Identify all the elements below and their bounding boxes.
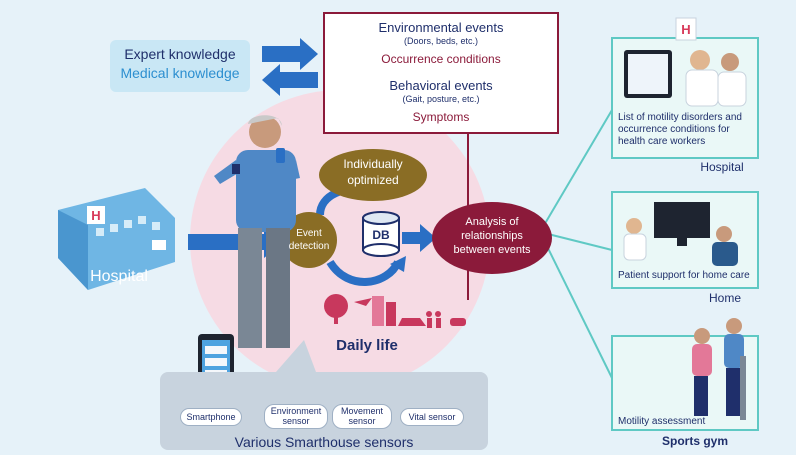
computer-icon [654,202,710,246]
movement-sensor-line2: sensor [348,416,376,426]
treadmill-icon [692,318,746,420]
event-detection-circle [281,212,337,268]
home-caption: Patient support for home care [618,270,750,281]
person-icon [214,115,300,348]
behavioral-events-title: Behavioral events [389,78,493,93]
sensors-title: Various Smarthouse sensors [234,434,414,450]
tree-icon [324,294,348,318]
daily-life-label: Daily life [336,337,398,354]
vital-sensor-label: Vital sensor [400,408,464,426]
environment-sensor-line1: Environment [270,406,322,416]
gym-panel-label: Sports gym [661,434,728,448]
behavioral-events-examples: (Gait, posture, etc.) [402,94,480,104]
hospital-panel-label: Hospital [700,160,744,174]
smartwatch-icon [232,164,240,174]
nurse-icon [626,218,642,234]
db-to-analysis-arrow [402,224,436,252]
environmental-events-examples: (Doors, beds, etc.) [403,36,479,46]
teal-connectors [539,109,613,379]
car-icon [398,318,426,326]
analysis-line1: Analysis of [465,216,519,228]
analysis-line2: relationships [461,230,523,242]
analysis-line3: between events [453,244,531,256]
analysis-blob [432,202,552,274]
hospital-caption: List of motility disorders and occurrenc… [618,112,742,147]
event-detection-line2: detection [288,241,330,252]
db-cylinder-icon [362,211,400,257]
optimized-line1: Individually [343,157,403,171]
movement-sensor-line1: Movement [340,406,384,416]
home-panel-label: Home [708,291,741,305]
symptoms-label: Symptoms [412,110,470,124]
event-detection-line1: Event [296,228,322,239]
family-icon [435,311,441,317]
environment-sensor-line2: sensor [282,416,310,426]
occurrence-conditions-label: Occurrence conditions [381,52,501,66]
events-box: Environmental events (Doors, beds, etc.)… [323,12,559,134]
right-h-sign-icon: H [675,17,697,41]
phone-in-hand-icon [276,148,285,163]
sensor-pointer [276,340,316,372]
medical-knowledge-label: Medical knowledge [120,65,240,81]
expert-knowledge-label: Expert knowledge [124,46,236,62]
scooter-icon [450,318,466,326]
doctor-icon [685,50,747,107]
patient-icon [716,226,732,242]
environmental-events-title: Environmental events [378,20,504,35]
smartphone-label: Smartphone [180,408,242,426]
daily-life-icons [324,294,466,328]
building-icon [372,296,384,326]
svg-text:H: H [681,22,690,37]
airplane-icon [354,298,372,306]
loop-arrow-bottom [326,259,402,286]
knowledge-arrows [262,38,318,96]
h-sign-icon: H [87,206,105,224]
svg-text:H: H [91,208,100,223]
gym-caption: Motility assessment [618,416,706,427]
optimized-ellipse [319,149,427,201]
knowledge-box: Expert knowledge Medical knowledge [110,40,250,92]
optimized-line2: optimized [347,173,399,187]
db-label: DB [372,228,390,242]
left-hospital-label: Hospital [90,268,148,285]
